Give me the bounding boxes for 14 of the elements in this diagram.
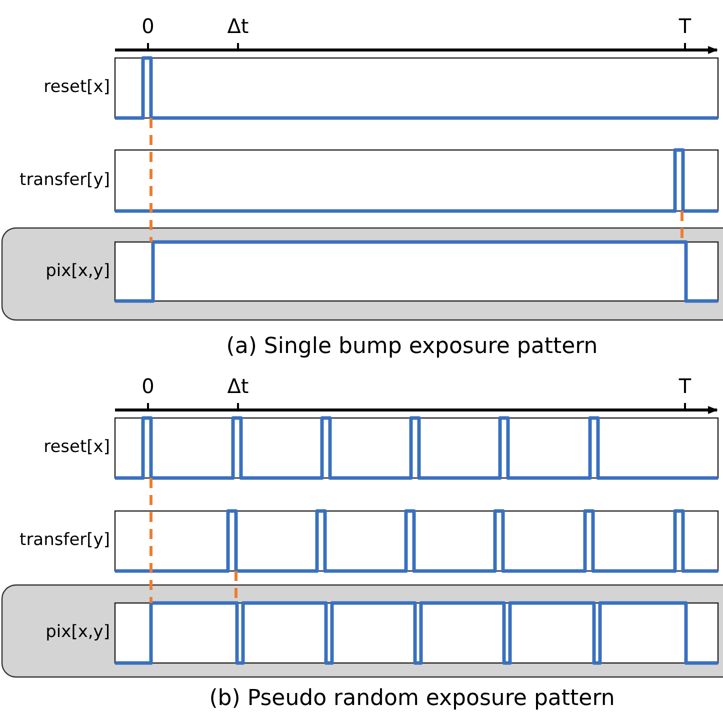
caption: (b) Pseudo random exposure pattern [209,688,615,710]
caption: (a) Single bump exposure pattern [226,336,598,358]
signal-name: reset[x] [44,439,110,456]
tick-label: Δt [227,16,249,36]
tick-label: T [678,16,692,36]
signal-name: pix[x,y] [46,624,110,641]
signal-name: reset[x] [44,79,110,96]
tick-label: T [678,376,692,396]
signal-name: pix[x,y] [46,262,110,280]
signal-name: transfer[y] [20,532,110,549]
tick-label: Δt [227,376,249,396]
signal-name: transfer[y] [20,172,110,188]
tick-label: 0 [142,376,154,396]
tick-label: 0 [142,16,154,36]
